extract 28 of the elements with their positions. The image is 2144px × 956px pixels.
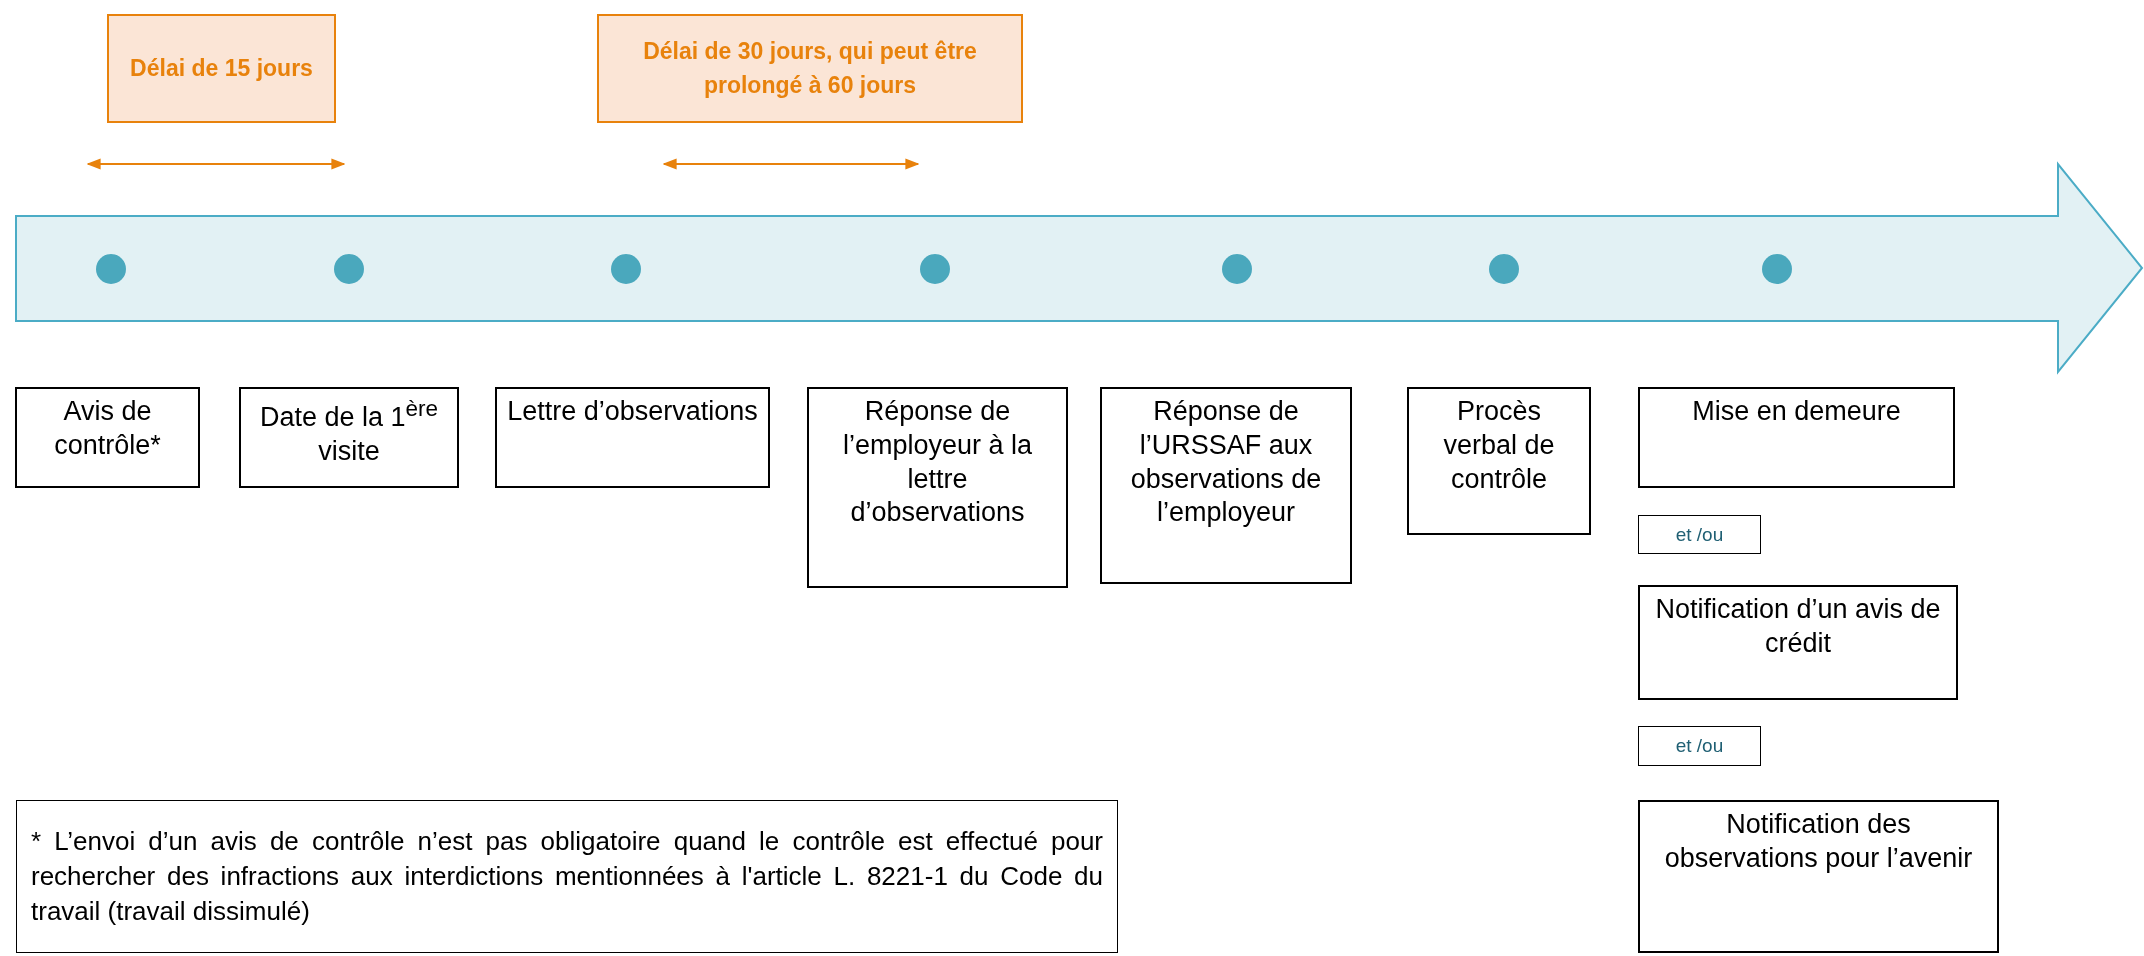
footnote-box: [16, 800, 1118, 953]
node-label: Avis de contrôle*: [53, 395, 162, 462]
delay-box: [597, 14, 1023, 123]
step-box: [495, 387, 770, 488]
conjunction-box: [1638, 726, 1761, 766]
step-box: [1638, 387, 1955, 488]
node-label: et /ou: [1675, 734, 1724, 758]
node-label: Réponse de l’URSSAF aux observations de l’employeur: [1129, 395, 1323, 530]
node-label: Délai de 30 jours, qui peut être prolongé à 60 jours: [642, 37, 978, 100]
step-box: [239, 387, 459, 488]
step-box: [1638, 585, 1958, 700]
node-label: * L’envoi d’un avis de contrôle n’est pas obligatoire quand le contrôle est effectué pour rechercher des infractions aux interdictions mentionnées à l'article L. 8221-1 du Code du travail (travail dissimulé): [31, 824, 1103, 929]
node-label: Procès verbal de contrôle: [1442, 395, 1556, 496]
step-box: [1638, 800, 1999, 953]
node-label: Délai de 15 jours: [130, 53, 313, 83]
node-label: Réponse de l’employeur à la lettre d’observations: [841, 395, 1034, 530]
step-box: [1407, 387, 1591, 535]
node-label: Lettre d’observations: [507, 395, 758, 428]
node-label: Notification d’un avis de crédit: [1654, 593, 1942, 660]
node-label: Mise en demeure: [1692, 395, 1901, 428]
step-box: [807, 387, 1068, 588]
delay-box: [107, 14, 336, 123]
node-label: et /ou: [1675, 522, 1724, 547]
step-box: [15, 387, 200, 488]
conjunction-box: [1638, 515, 1761, 554]
node-label: Notification des observations pour l’avenir: [1663, 808, 1974, 875]
node-label: Date de la 1$^{ère}$ visite: [258, 395, 440, 468]
step-box: [1100, 387, 1352, 584]
